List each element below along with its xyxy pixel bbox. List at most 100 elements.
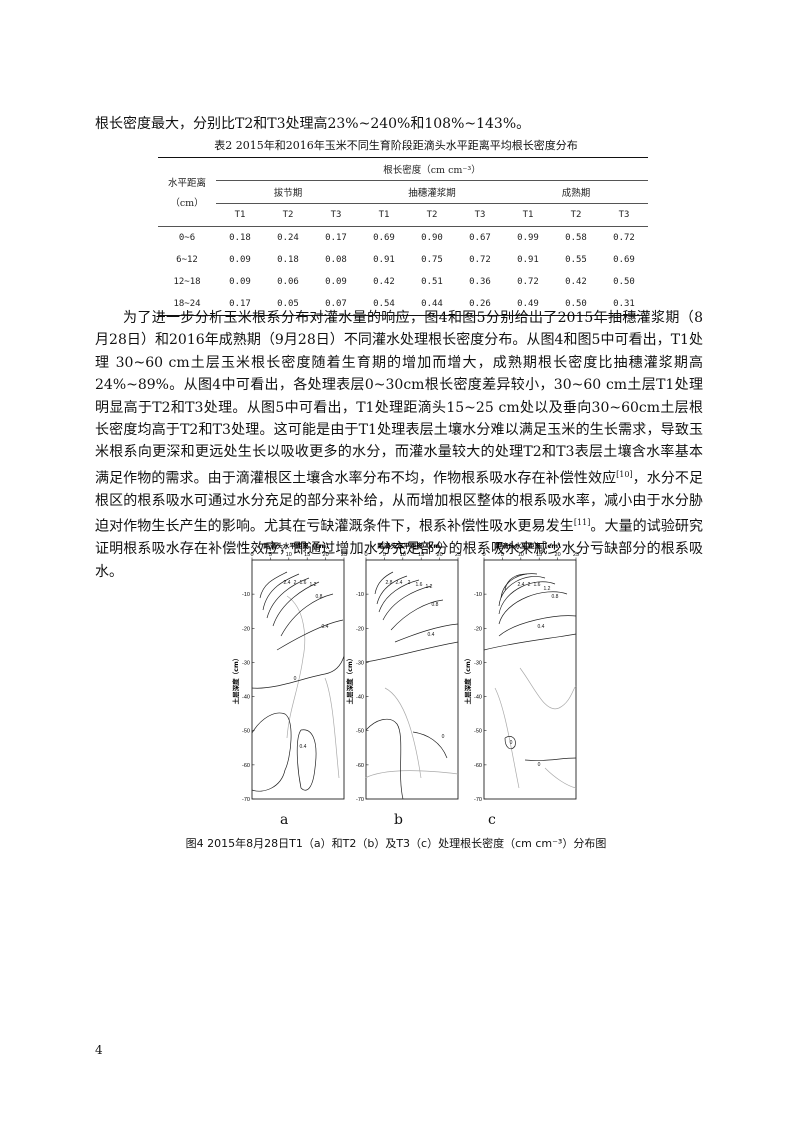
row-header: 水平距离 （cm） [158, 157, 216, 227]
contour-line [394, 623, 459, 643]
row-header-line2: （cm） [170, 198, 204, 209]
panel-frame [483, 559, 577, 800]
contour-label: 1.6 [534, 582, 541, 588]
x-tick-label: 20 [437, 552, 443, 558]
contour-label: 1.6 [300, 580, 307, 586]
contour-line [374, 571, 394, 595]
value-cell: 0.18 [277, 255, 299, 265]
value-cell: 0.91 [373, 255, 395, 265]
treatment-header: T2 [264, 203, 312, 227]
value-cell: 0.07 [312, 293, 360, 316]
y-axis-title: 土层深度（cm） [345, 655, 354, 705]
treatment-header: T3 [456, 203, 504, 227]
y-tick-label: -10 [356, 592, 364, 598]
value-cell: 0.99 [517, 233, 539, 243]
panel-frame [251, 559, 345, 800]
value-cell: 0.42 [565, 277, 587, 287]
treatment-header: T1 [360, 203, 408, 227]
paragraph-part1: 为了进一步分析玉米根系分布对灌水量的响应，图4和图5分别给出了2015年抽穗灌浆… [95, 310, 703, 487]
paragraph-part2: ，水分不足根区的根系吸水可通过水分充足的部分来补给，从而增加根区整体的根系吸水率… [95, 470, 704, 535]
y-tick-label: -70 [356, 797, 364, 803]
table-caption: 表2 2015年和2016年玉米不同生育阶段距滴头水平距离平均根长密度分布 [214, 139, 578, 152]
y-axis-title: 土层深度（cm） [463, 655, 472, 705]
value-cell: 0.90 [421, 233, 443, 243]
y-tick-label: -50 [356, 729, 364, 735]
contour-label: 1.6 [416, 582, 423, 588]
y-tick-label: -50 [474, 729, 482, 735]
panel-label-b: b [394, 812, 403, 828]
y-tick-label: -50 [242, 729, 250, 735]
contour-label: 0.4 [322, 624, 329, 630]
light-contour-line [286, 595, 306, 739]
contour-line [483, 633, 577, 651]
value-cell: 0.91 [517, 255, 539, 265]
value-cell: 0.26 [456, 293, 504, 316]
contour-line [296, 729, 317, 791]
group-header: 根长密度（cm cm⁻³） [216, 157, 648, 181]
y-tick-label: -70 [242, 797, 250, 803]
treatment-header: T1 [504, 203, 552, 227]
contour-line [365, 641, 459, 663]
value-cell: 0.44 [408, 293, 456, 316]
citation-10: [10] [616, 469, 633, 479]
light-contour-line [519, 667, 577, 710]
panel-label-c: c [488, 812, 496, 828]
x-tick-label: 25 [573, 552, 579, 558]
x-tick-label: 5 [269, 552, 272, 558]
contour-label: 0.8 [432, 602, 439, 608]
value-cell: 0.17 [325, 233, 347, 243]
value-cell: 0.49 [504, 293, 552, 316]
contour-label: 2.4 [518, 582, 525, 588]
page-number: 4 [95, 1043, 103, 1057]
value-cell: 0.75 [421, 255, 443, 265]
value-cell: 0.51 [421, 277, 443, 287]
panel-frame [365, 559, 459, 800]
contour-line [390, 599, 444, 631]
distance-cell: 18~24 [158, 293, 216, 316]
y-tick-label: -20 [242, 626, 250, 632]
contour-label: 2.8 [386, 580, 393, 586]
x-tick-label: 15 [536, 552, 542, 558]
contour-label: 0 [510, 740, 513, 746]
contour-line [378, 579, 420, 613]
value-cell: 0.18 [229, 233, 251, 243]
value-cell: 0.36 [469, 277, 491, 287]
x-tick-label: 0 [364, 552, 367, 558]
distance-cell: 6~12 [176, 255, 198, 265]
value-cell: 0.09 [229, 277, 251, 287]
x-tick-label: 25 [455, 552, 461, 558]
y-tick-label: -40 [474, 695, 482, 701]
value-cell: 0.09 [325, 277, 347, 287]
x-axis-title: 距滴头水平距离（cm） [495, 541, 564, 550]
contour-label: 2.4 [396, 580, 403, 586]
contour-label: 0 [294, 676, 297, 682]
panel-label-a: a [280, 812, 289, 828]
treatment-header: T1 [216, 203, 264, 227]
value-cell: 0.55 [565, 255, 587, 265]
row-header-line1: 水平距离 [167, 178, 206, 189]
stage-header: 成熟期 [504, 180, 648, 204]
contour-label: 2 [294, 580, 297, 586]
value-cell: 0.42 [373, 277, 395, 287]
x-tick-label: 20 [323, 552, 329, 558]
contour-label: 0.8 [552, 594, 559, 600]
value-cell: 0.50 [613, 277, 635, 287]
light-contour-line [384, 687, 422, 779]
contour-line [412, 731, 448, 759]
y-tick-label: -20 [356, 626, 364, 632]
contour-label: 1.2 [426, 584, 433, 590]
y-tick-label: -70 [474, 797, 482, 803]
figure-caption: 图4 2015年8月28日T1（a）和T2（b）及T3（c）处理根长密度（cm … [185, 837, 607, 850]
y-tick-label: -60 [242, 763, 250, 769]
y-tick-label: -60 [474, 763, 482, 769]
x-tick-label: 25 [341, 552, 347, 558]
value-cell: 0.05 [264, 293, 312, 316]
value-cell: 0.31 [600, 293, 648, 316]
stage-header: 拔节期 [216, 180, 360, 204]
